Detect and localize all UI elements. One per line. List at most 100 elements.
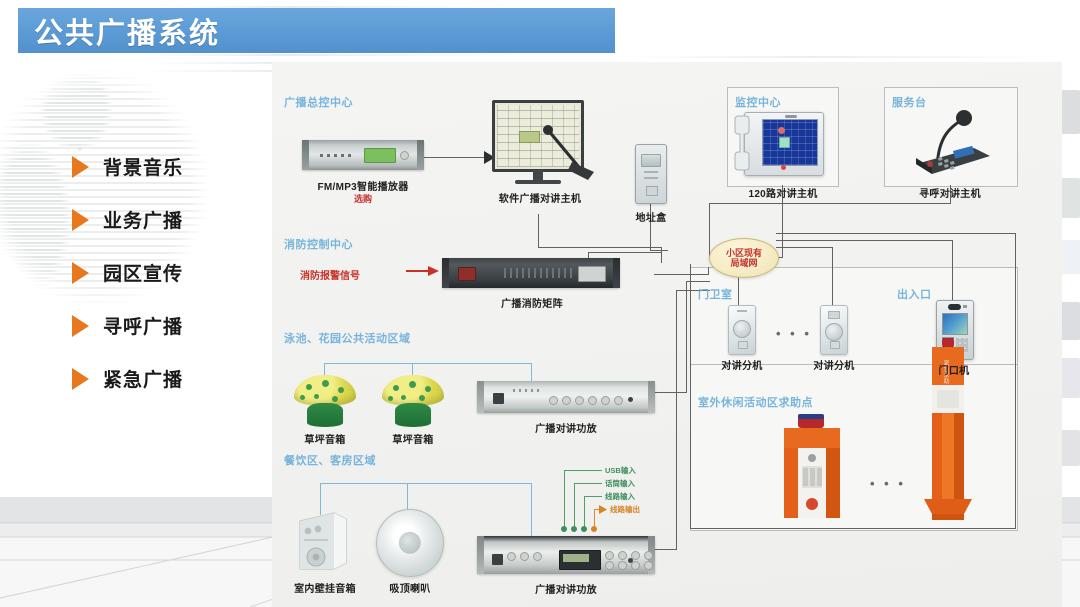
bluewire-garden-bus (324, 363, 532, 365)
network-hub-line2: 局域网 (730, 258, 758, 268)
greenwire-usb-h (564, 470, 602, 472)
triangle-bullet-icon (72, 314, 89, 337)
feature-item-emergency-broadcast[interactable]: 紧急广播 (72, 352, 252, 405)
wire-indooramp-up (676, 290, 678, 550)
service-desk-box (884, 87, 1018, 187)
wire-paging-down (950, 185, 952, 203)
feature-item-paging-broadcast[interactable]: 寻呼广播 (72, 299, 252, 352)
label-fire-alarm-signal: 消防报警信号 (300, 271, 360, 282)
greenwire-mic-v (574, 483, 576, 528)
svg-text:紧急求助: 紧急求助 (942, 359, 949, 385)
wire-lan-to-doormachine-h (776, 240, 953, 242)
zone-title-outdoor-help: 室外休闲活动区求助点 (698, 397, 813, 409)
device-label-intercom-extension-1: 对讲分机 (721, 361, 763, 372)
bluewire-garden-amp (531, 363, 533, 381)
panel-screen (762, 119, 818, 166)
feature-item-business-broadcast[interactable]: 业务广播 (72, 193, 252, 246)
monitor-base (515, 180, 561, 184)
monitor-stand (533, 170, 543, 184)
device-lawn-speaker-1 (294, 375, 356, 427)
device-label-amplifier-indoor: 广播对讲功放 (535, 585, 597, 596)
zone-title-guard-room: 门卫室 (698, 289, 733, 301)
io-label-mic-input: 话筒输入 (605, 479, 635, 488)
zone-title-service-desk: 服务台 (892, 97, 927, 109)
zone-title-broadcast-control: 广播总控中心 (284, 97, 353, 109)
network-hub-line1: 小区现有 (725, 247, 762, 258)
wire-paging-left (709, 203, 951, 205)
wire-lan-outer-h (776, 233, 1016, 235)
triangle-bullet-icon (72, 367, 89, 390)
feature-list: 背景音乐 业务广播 园区宣传 寻呼广播 紧急广播 (72, 140, 252, 405)
mushroom-stem (395, 403, 431, 427)
device-emergency-help-station-wall (784, 414, 840, 518)
page-title-banner: 公共广播系统 (18, 8, 615, 53)
feature-item-background-music[interactable]: 背景音乐 (72, 140, 252, 193)
io-port-lineout (591, 526, 597, 532)
wire-lan-to-ext2-h (776, 247, 833, 249)
page-title: 公共广播系统 (34, 17, 221, 50)
wire-indooramp-right (655, 549, 677, 551)
device-ceiling-speaker (376, 509, 444, 577)
wire-gardenamp-right (655, 392, 687, 394)
arrow-lineout-icon (599, 505, 607, 514)
greenwire-linein-h (584, 496, 602, 498)
bluewire-indoor-bus (320, 483, 532, 485)
zone-title-dining-guestroom: 餐饮区、客房区域 (284, 455, 376, 467)
device-label-lawn-speaker-1: 草坪音箱 (304, 435, 346, 446)
mushroom-stem (307, 403, 343, 427)
feature-label: 背景音乐 (103, 158, 184, 179)
device-desk-microphone (543, 125, 594, 180)
wire-addressbox-to-bus (650, 250, 668, 252)
handset-icon (734, 115, 750, 171)
wire-gardenamp-up (686, 281, 688, 393)
device-amplifier-garden (477, 381, 655, 413)
device-fire-broadcast-matrix (442, 258, 620, 288)
device-label-address-box: 地址盒 (635, 213, 667, 224)
wire-indooramp-to-lan (676, 290, 710, 292)
io-label-line-output: 线路输出 (610, 505, 640, 514)
feature-label: 业务广播 (103, 211, 184, 232)
feature-label: 紧急广播 (103, 370, 184, 391)
device-address-box (635, 144, 667, 204)
wire-outer-right-v (1015, 233, 1017, 529)
wire-lan-to-ext2 (832, 247, 834, 310)
device-label-intercom-extension-2: 对讲分机 (813, 361, 855, 372)
wire-player-to-host (424, 157, 486, 159)
mushroom-cap (382, 375, 444, 407)
arrow-fire-alarm-icon (406, 266, 439, 276)
device-label-software-broadcast-host: 软件广播对讲主机 (498, 194, 582, 205)
bluewire-garden-spk2 (412, 363, 414, 377)
zone-title-monitor-center: 监控中心 (735, 97, 781, 109)
device-label-amplifier-garden: 广播对讲功放 (535, 424, 597, 435)
bluewire-indoor-amp (531, 483, 533, 536)
device-label-paging-intercom-host: 寻呼对讲主机 (919, 189, 981, 200)
device-software-broadcast-host (492, 100, 584, 184)
wire-host-bus-down (661, 247, 663, 263)
wire-host-down (538, 214, 540, 247)
network-hub-lan: 小区现有 局域网 (709, 238, 779, 278)
feature-item-park-publicity[interactable]: 园区宣传 (72, 246, 252, 299)
device-paging-intercom-host (916, 110, 990, 174)
device-label-door-machine: 门口机 (938, 366, 970, 377)
wire-outer-bottom-h (690, 528, 1016, 530)
device-fm-mp3-player (302, 140, 424, 170)
greenwire-linein-v (584, 496, 586, 528)
device-intercom-extension-1 (728, 305, 756, 355)
bluewire-garden-spk1 (324, 363, 326, 377)
device-label-ceiling-speaker: 吸顶喇叭 (389, 584, 431, 595)
device-label-lawn-speaker-2: 草坪音箱 (392, 435, 434, 446)
wire-addressbox-down (650, 204, 652, 250)
io-port-linein (581, 526, 587, 532)
device-lawn-speaker-2 (382, 375, 444, 427)
zone-title-fire-control: 消防控制中心 (284, 239, 353, 251)
wire-lan-to-ext1 (738, 270, 740, 310)
device-label-120ch-intercom-host: 120路对讲主机 (748, 189, 818, 200)
device-wall-mounted-speaker (299, 512, 347, 570)
bluewire-indoor-ceiling (407, 483, 409, 509)
triangle-bullet-icon (72, 261, 89, 284)
wire-paging-to-lan (709, 203, 711, 257)
wire-firematrix-to-bus (588, 252, 662, 254)
device-label-fm-mp3-player: FM/MP3智能播放器 (317, 182, 409, 193)
ellipsis-outdoor-help: • • • (870, 476, 906, 491)
io-port-usb (561, 526, 567, 532)
